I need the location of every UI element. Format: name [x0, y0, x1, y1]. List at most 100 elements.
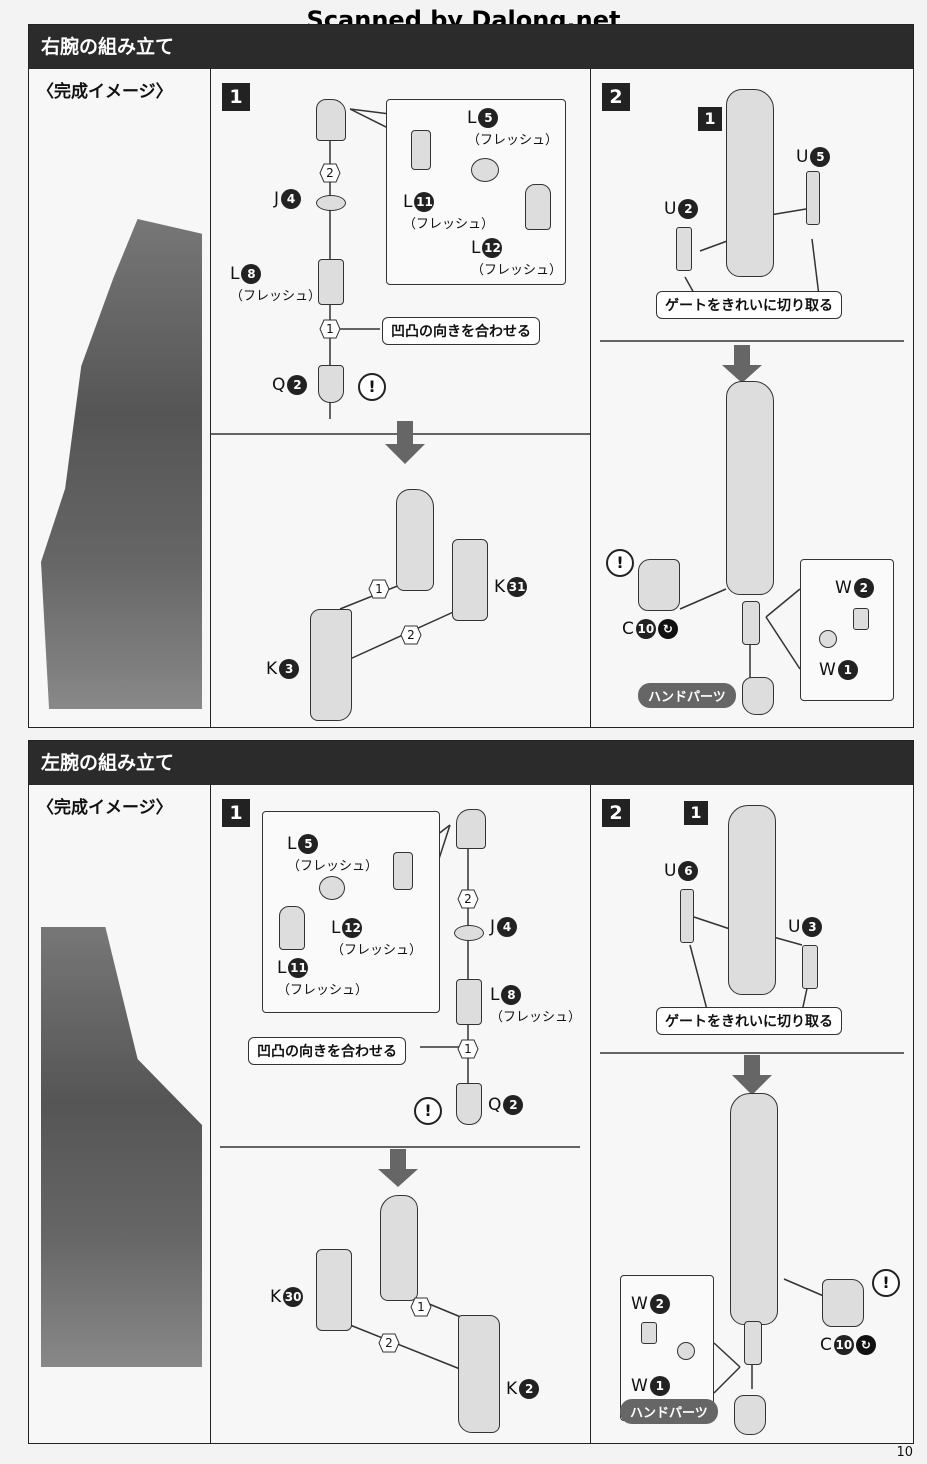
- warning-icon: !: [872, 1269, 900, 1297]
- shoulder-joint-part: [456, 809, 486, 849]
- step-number: 1: [222, 83, 250, 111]
- order-marker: 1: [319, 319, 341, 339]
- order-marker: 1: [368, 579, 390, 599]
- page-number: 10: [896, 1445, 913, 1460]
- hand-part: [734, 1395, 766, 1435]
- washer-part: [316, 195, 346, 211]
- washer-part: [454, 925, 484, 941]
- arm-assembly: [726, 89, 774, 277]
- joint-pin-part: [411, 130, 431, 170]
- shoulder-joint-part: [316, 99, 346, 141]
- hinge-part: [525, 184, 551, 230]
- hand-part: [742, 677, 774, 715]
- w1-part: [819, 630, 837, 648]
- wrist-joint-part: [742, 601, 760, 645]
- joint-pin-part: [393, 852, 413, 890]
- align-notch-note: 凹凸の向きを合わせる: [248, 1037, 406, 1065]
- assembled-arm: [730, 1093, 778, 1325]
- order-marker: 1: [457, 1039, 479, 1059]
- u6-part: [680, 889, 694, 943]
- sub-step-number: 1: [698, 107, 722, 131]
- section-title: 右腕の組み立て: [29, 25, 913, 69]
- sub-step-number: 1: [684, 801, 708, 825]
- warning-icon: !: [606, 549, 634, 577]
- step-number: 1: [222, 799, 250, 827]
- order-marker: 2: [319, 163, 341, 183]
- w1-part: [677, 1342, 695, 1360]
- elbow-joint-part: [318, 365, 344, 403]
- order-marker: 2: [378, 1333, 400, 1353]
- step-number: 2: [602, 799, 630, 827]
- cut-gate-note: ゲートをきれいに切り取る: [656, 291, 842, 319]
- hand-parts-tag: ハンドパーツ: [620, 1399, 718, 1424]
- figure-photo: [41, 927, 202, 1367]
- forearm-armor-part: [310, 609, 352, 721]
- order-marker: 1: [410, 1297, 432, 1317]
- complete-image-label: 〈完成イメージ〉: [37, 798, 173, 818]
- align-notch-note: 凹凸の向きを合わせる: [382, 317, 540, 345]
- upper-arm-assembly: [380, 1195, 418, 1301]
- cylinder-part: [318, 259, 344, 305]
- order-marker: 2: [400, 625, 422, 645]
- w2-part: [853, 608, 869, 630]
- wrist-joint-part: [744, 1321, 762, 1365]
- complete-image-panel: 〈完成イメージ〉: [29, 785, 211, 1443]
- u5-part: [806, 171, 820, 225]
- u2-part: [676, 227, 692, 271]
- c10-part: [638, 559, 680, 611]
- hinge-part: [279, 906, 305, 950]
- warning-icon: !: [414, 1097, 442, 1125]
- elbow-joint-part: [456, 1083, 482, 1125]
- armor-plate-part: [452, 539, 488, 621]
- arm-assembly: [728, 805, 776, 995]
- c10-part: [822, 1279, 864, 1327]
- w2-part: [641, 1322, 657, 1344]
- u3-part: [802, 945, 818, 989]
- step-number: 2: [602, 83, 630, 111]
- complete-image-panel: 〈完成イメージ〉: [29, 69, 211, 727]
- armor-plate-part: [316, 1249, 352, 1331]
- order-marker: 2: [457, 889, 479, 909]
- cylinder-part: [456, 979, 482, 1025]
- hand-parts-tag: ハンドパーツ: [638, 683, 736, 708]
- upper-arm-assembly: [396, 489, 434, 591]
- section-title: 左腕の組み立て: [29, 741, 913, 785]
- cut-gate-note: ゲートをきれいに切り取る: [656, 1007, 842, 1035]
- complete-image-label: 〈完成イメージ〉: [37, 82, 173, 102]
- assembled-arm: [726, 381, 774, 595]
- warning-icon: !: [358, 373, 386, 401]
